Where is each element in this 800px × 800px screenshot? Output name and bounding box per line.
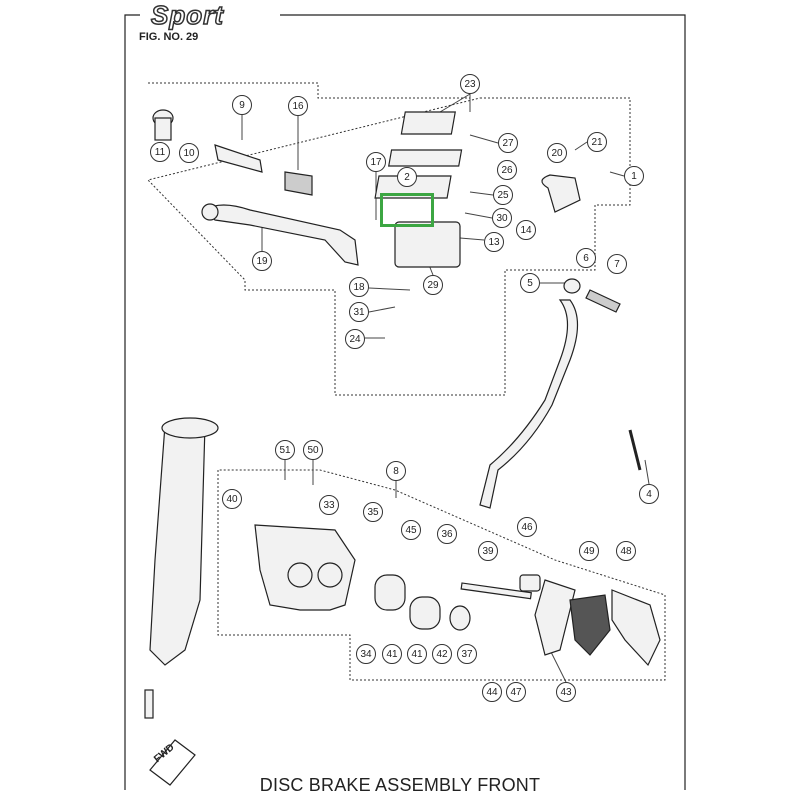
- callout: 8: [386, 461, 406, 481]
- callout: 7: [607, 254, 627, 274]
- callout: 42: [432, 644, 452, 664]
- callout: 31: [349, 302, 369, 322]
- callout: 43: [556, 682, 576, 702]
- callout: 39: [478, 541, 498, 561]
- callout: 25: [493, 185, 513, 205]
- callout: 47: [506, 682, 526, 702]
- dashed-groups: [147, 82, 666, 681]
- highlighted-part-2[interactable]: [380, 193, 434, 227]
- callout: 26: [497, 160, 517, 180]
- callout: 29: [423, 275, 443, 295]
- callout: 4: [639, 484, 659, 504]
- callout: 10: [179, 143, 199, 163]
- callout: 20: [547, 143, 567, 163]
- callout: 45: [401, 520, 421, 540]
- callout: 30: [492, 208, 512, 228]
- callout: 16: [288, 96, 308, 116]
- callout: 23: [460, 74, 480, 94]
- callout: 2: [397, 167, 417, 187]
- callout: 41: [382, 644, 402, 664]
- brand-logo: Sport: [145, 1, 230, 29]
- callout: 46: [517, 517, 537, 537]
- callout: 34: [356, 644, 376, 664]
- callout: 40: [222, 489, 242, 509]
- callout: 6: [576, 248, 596, 268]
- page-frame: [124, 14, 686, 790]
- callout: 21: [587, 132, 607, 152]
- callout: 5: [520, 273, 540, 293]
- callout: 17: [366, 152, 386, 172]
- callout: 44: [482, 682, 502, 702]
- callout: 41: [407, 644, 427, 664]
- callout: 48: [616, 541, 636, 561]
- callout: 19: [252, 251, 272, 271]
- callout: 49: [579, 541, 599, 561]
- callout: 11: [150, 142, 170, 162]
- callout: 24: [345, 329, 365, 349]
- callout: 36: [437, 524, 457, 544]
- callout: 35: [363, 502, 383, 522]
- callout: 50: [303, 440, 323, 460]
- figure-number: FIG. NO. 29: [139, 31, 199, 43]
- parts: [144, 109, 661, 786]
- callout: 33: [319, 495, 339, 515]
- callout: 18: [349, 277, 369, 297]
- callout: 13: [484, 232, 504, 252]
- callout: 27: [498, 133, 518, 153]
- callout: 9: [232, 95, 252, 115]
- callout: 51: [275, 440, 295, 460]
- diagram-title: DISC BRAKE ASSEMBLY FRONT: [259, 775, 541, 795]
- callout: 14: [516, 220, 536, 240]
- callout: 37: [457, 644, 477, 664]
- callout: 1: [624, 166, 644, 186]
